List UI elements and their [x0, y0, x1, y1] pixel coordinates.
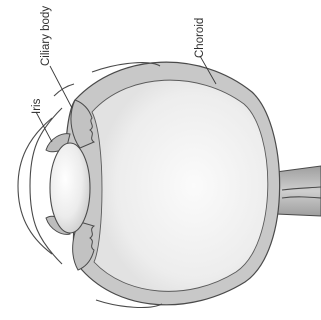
choroid-label: Choroid: [194, 18, 206, 58]
vitreous-cavity: [92, 80, 268, 291]
iris-label: Iris: [31, 98, 43, 114]
lens: [50, 143, 90, 233]
ciliary-body-label: Ciliary body: [40, 6, 52, 66]
iris-leader: [36, 112, 52, 142]
optic-nerve: [276, 166, 321, 216]
ciliary-body-leader: [50, 66, 72, 108]
